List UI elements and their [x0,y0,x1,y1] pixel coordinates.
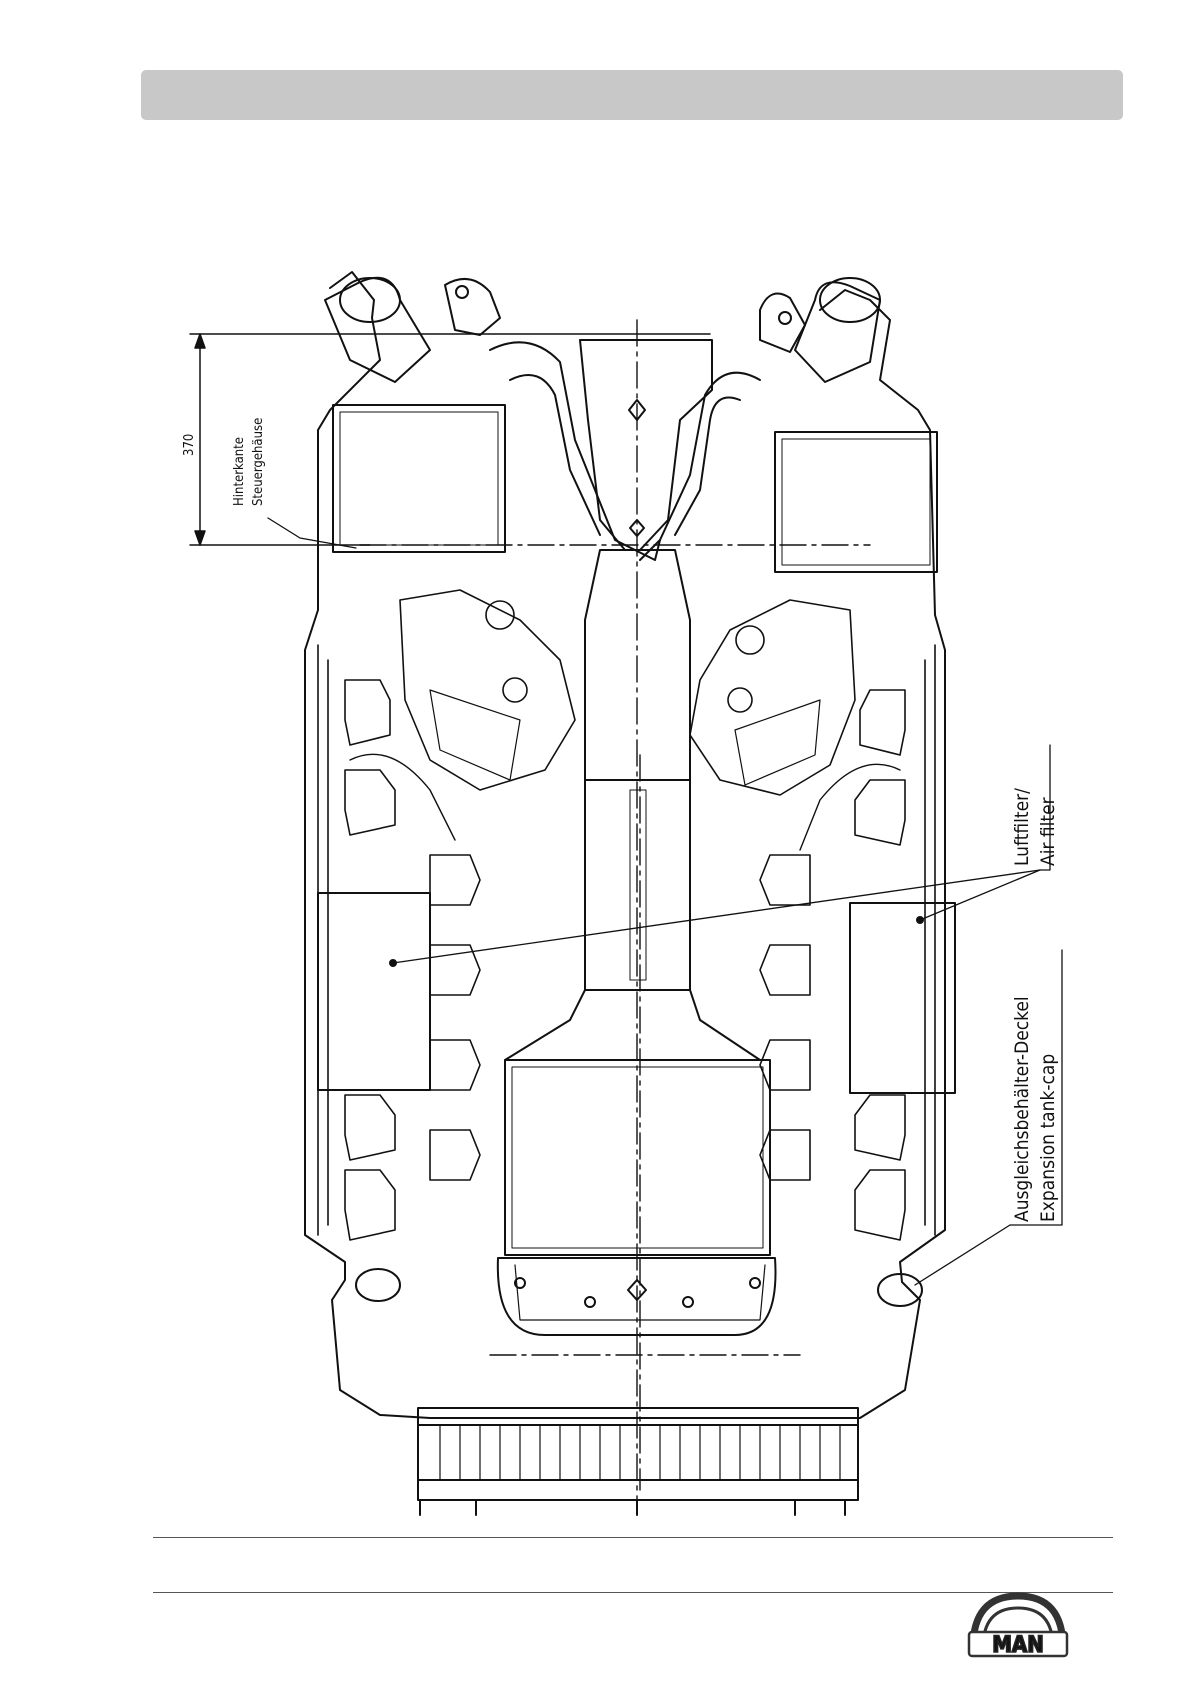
right-turbo [640,278,880,560]
label-air-filter-line1: Luftfilter/ [1011,788,1033,866]
label-rear-edge-line2: Steuergehäuse [251,418,266,506]
man-logo-text: MAN [992,1633,1044,1658]
centerlines [360,320,870,1500]
expansion-tank-caps [356,1269,922,1306]
dimension-370 [190,334,710,545]
footer-rule-top [153,1537,1113,1538]
label-tank-cap-line1: Ausgleichsbehälter-Deckel [1011,996,1033,1222]
label-rear-edge-line1: Hinterkante [232,437,247,506]
right-cylinder-heads [690,600,905,1240]
label-tank-cap-line2: Expansion tank-cap [1037,1054,1059,1222]
man-logo: MAN [965,1588,1071,1662]
intercoolers [333,405,937,572]
leader-lines [268,518,1062,1285]
left-cylinder-heads [345,590,575,1240]
dimension-value: 370 [182,434,197,456]
label-air-filter-line2: Air filter [1037,796,1059,866]
y-manifold [505,340,760,1060]
left-turbo [325,278,660,560]
